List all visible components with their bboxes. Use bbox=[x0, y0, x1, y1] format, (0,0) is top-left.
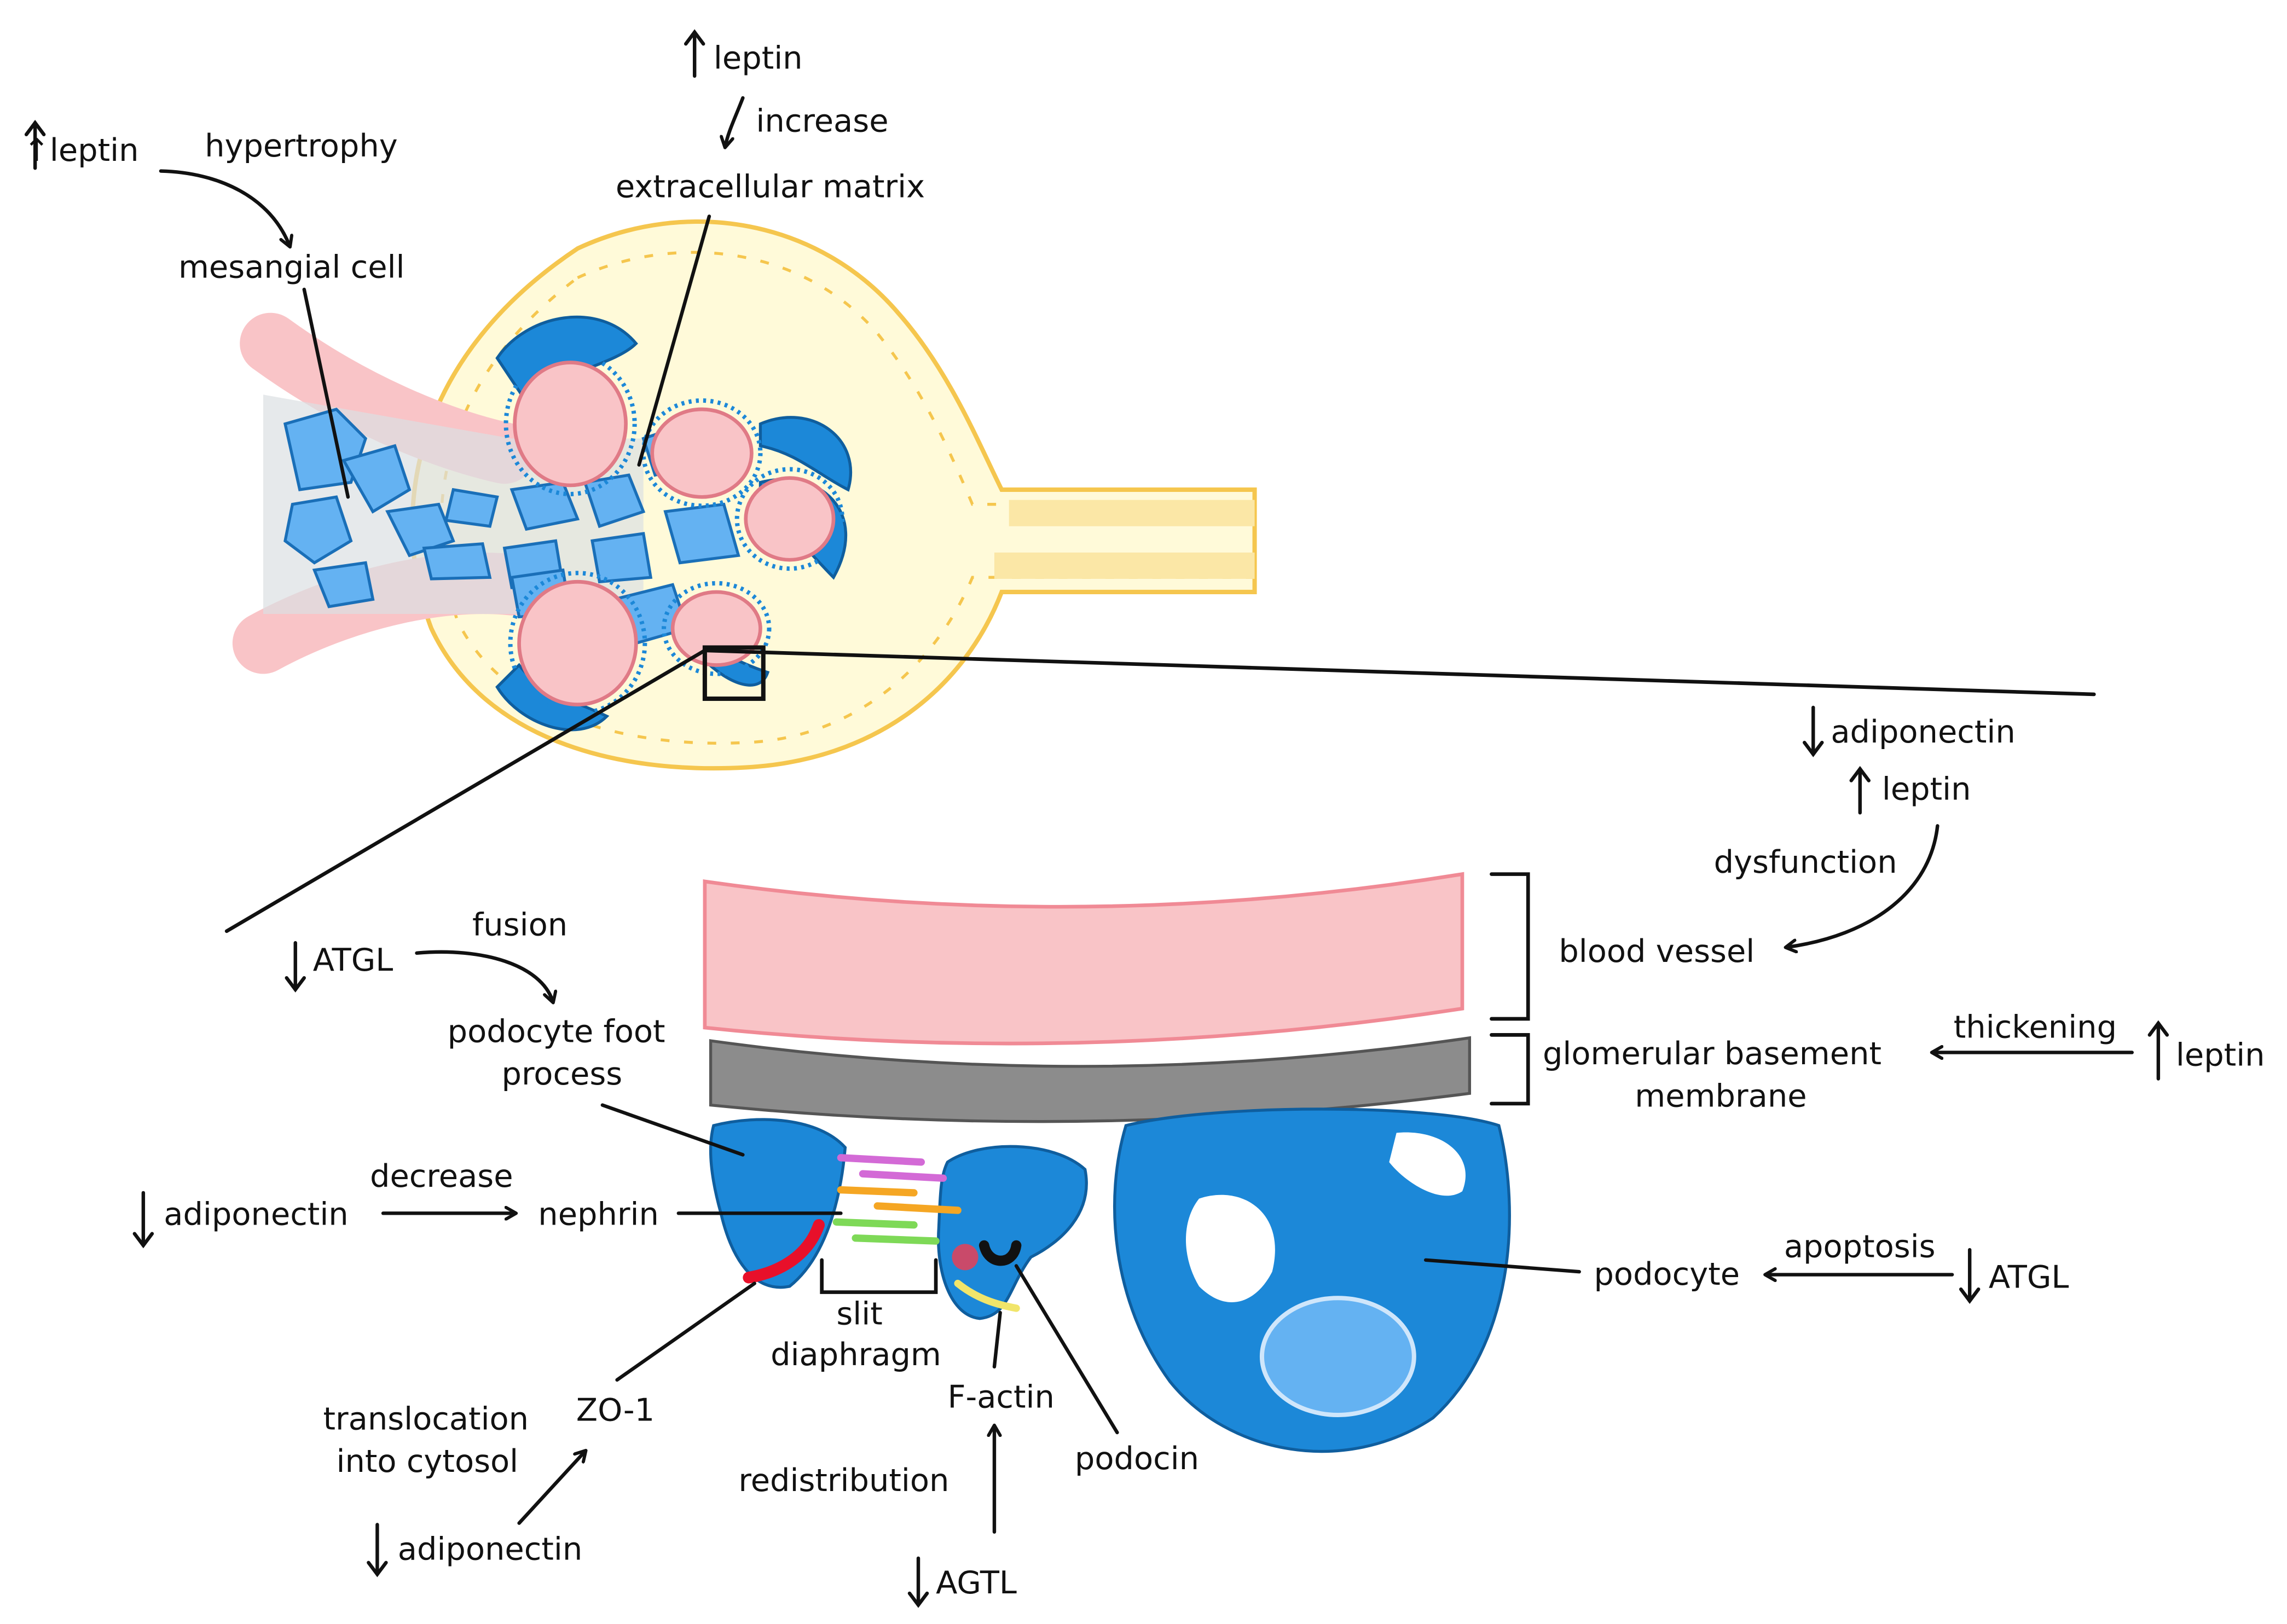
text-labels: ↑leptin hypertrophy mesangial cell lepti… bbox=[24, 40, 2265, 1601]
bracket-gbm bbox=[1490, 1033, 1530, 1106]
foot-process-middle bbox=[937, 1145, 1088, 1320]
label-atgl-fusion: ATGL bbox=[313, 942, 393, 978]
label-translocation: translocation bbox=[323, 1401, 529, 1437]
label-adiponectin-right: adiponectin bbox=[1831, 714, 2015, 750]
capillary-loops bbox=[513, 361, 836, 706]
label-diaphragm: diaphragm bbox=[771, 1336, 941, 1373]
capsule-inner-line bbox=[439, 251, 1255, 745]
zoom-line-right bbox=[703, 648, 2096, 697]
label-decrease: decrease bbox=[370, 1158, 513, 1194]
label-thickening: thickening bbox=[1954, 1009, 2117, 1046]
label-extracellular-matrix: extracellular matrix bbox=[616, 169, 925, 205]
podocyte-nucleus bbox=[1259, 1296, 1416, 1417]
podocin-dot-black bbox=[979, 1240, 1022, 1266]
label-factin: F-actin bbox=[947, 1379, 1054, 1416]
label-blood-vessel: blood vessel bbox=[1559, 933, 1755, 970]
glomerular-basement-membrane bbox=[709, 1036, 1472, 1123]
label-leptin-gbm: leptin bbox=[2176, 1037, 2265, 1074]
label-leptin-hypertrophy: ↑leptin bbox=[24, 132, 139, 169]
foot-process-left bbox=[709, 1118, 847, 1289]
glomerulus bbox=[232, 219, 1257, 771]
label-agtl: AGTL bbox=[936, 1564, 1017, 1601]
tubule-wall-top bbox=[1009, 500, 1255, 526]
label-atgl-podocyte: ATGL bbox=[1989, 1259, 2069, 1296]
slit-diaphragm-proteins bbox=[832, 1154, 962, 1245]
label-podocyte-process: process bbox=[501, 1055, 622, 1092]
label-into-cytosol: into cytosol bbox=[337, 1443, 519, 1480]
label-increase: increase bbox=[756, 102, 888, 139]
bracket-slit bbox=[820, 1258, 938, 1294]
zoom-line-left bbox=[224, 648, 707, 933]
label-adiponectin-zo1: adiponectin bbox=[398, 1530, 582, 1567]
label-mesangial-cell: mesangial cell bbox=[178, 249, 405, 286]
label-gbm-1: glomerular basement bbox=[1543, 1035, 1881, 1072]
label-podocin: podocin bbox=[1075, 1440, 1199, 1477]
bracket-blood-vessel bbox=[1490, 872, 1530, 1021]
arrows bbox=[24, 29, 2169, 1608]
zoom-box bbox=[702, 645, 766, 701]
label-podocyte-foot: podocyte foot bbox=[448, 1013, 665, 1050]
label-podocyte: podocyte bbox=[1594, 1256, 1740, 1292]
label-apoptosis: apoptosis bbox=[1784, 1228, 1936, 1265]
podocyte-layer bbox=[495, 315, 853, 732]
label-hypertrophy: hypertrophy bbox=[205, 127, 398, 164]
label-dysfunction: dysfunction bbox=[1714, 844, 1897, 880]
podocyte-vacuole-2 bbox=[1389, 1132, 1466, 1196]
factin-protein bbox=[954, 1279, 1020, 1312]
tubule-wall-bottom bbox=[994, 552, 1255, 579]
label-zo1: ZO-1 bbox=[576, 1392, 655, 1429]
podocyte-vacuole-1 bbox=[1185, 1194, 1275, 1303]
label-redistribution: redistribution bbox=[738, 1462, 949, 1499]
foot-process-fringe bbox=[503, 351, 845, 716]
blood-vessel bbox=[703, 872, 1464, 1046]
label-fusion: fusion bbox=[472, 907, 568, 943]
label-leptin-top: leptin bbox=[714, 40, 803, 77]
podocin-dot-pink bbox=[952, 1244, 979, 1271]
label-gbm-2: membrane bbox=[1635, 1077, 1807, 1114]
label-nephrin: nephrin bbox=[538, 1196, 659, 1233]
label-adiponectin-nephrin: adiponectin bbox=[164, 1196, 348, 1233]
label-leptin-right: leptin bbox=[1882, 770, 1971, 807]
zo1-protein bbox=[743, 1219, 825, 1284]
label-slit: slit bbox=[836, 1295, 882, 1332]
